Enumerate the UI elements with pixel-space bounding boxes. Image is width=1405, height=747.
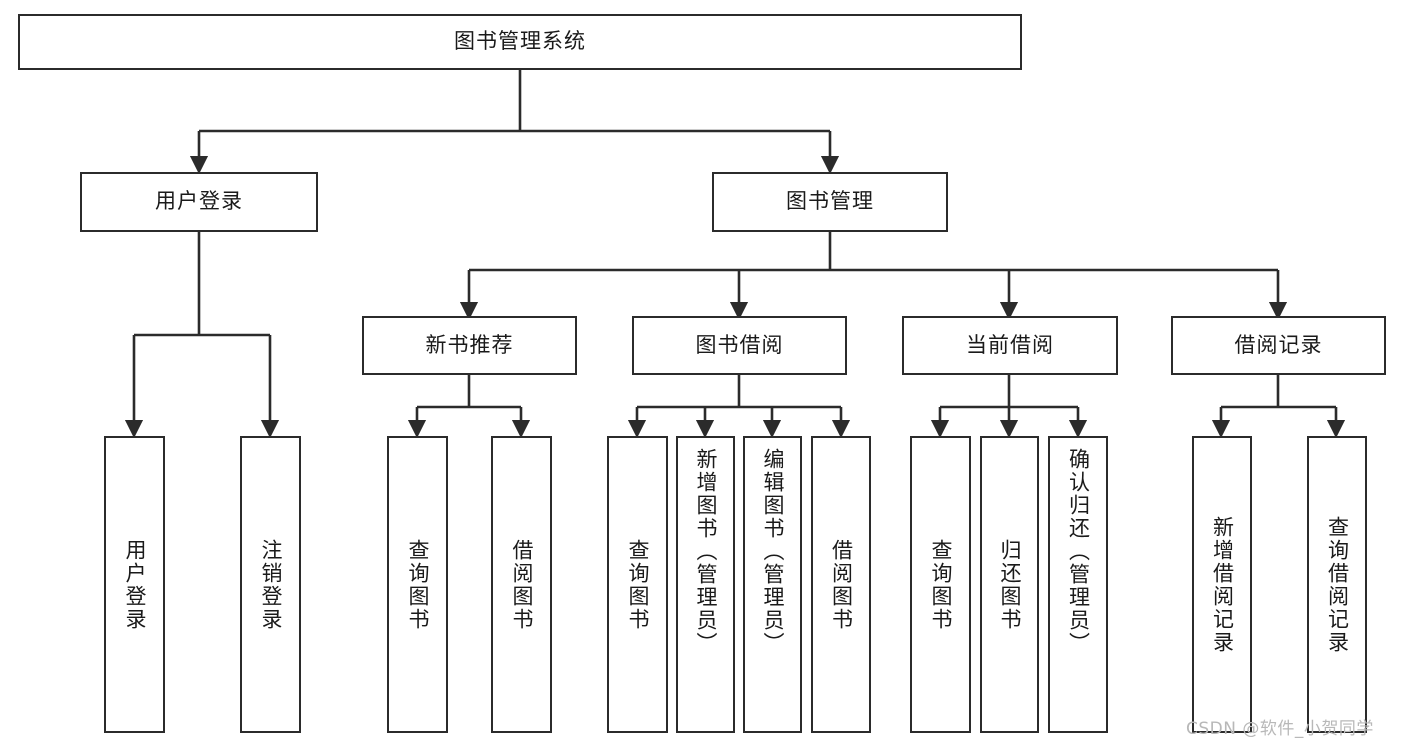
node-leaf-add-book[interactable]: 新增图书（管理员）: [676, 436, 735, 733]
node-book-borrow[interactable]: 图书借阅: [632, 316, 847, 375]
node-leaf-query-book-current[interactable]: 查询图书: [910, 436, 971, 733]
node-leaf-borrow-book[interactable]: 借阅图书: [811, 436, 871, 733]
node-leaf-user-logout[interactable]: 注销登录: [240, 436, 301, 733]
node-leaf-query-book-recommend[interactable]: 查询图书: [387, 436, 448, 733]
node-leaf-borrow-book-recommend[interactable]: 借阅图书: [491, 436, 552, 733]
node-user-login[interactable]: 用户登录: [80, 172, 318, 232]
node-leaf-edit-book[interactable]: 编辑图书（管理员）: [743, 436, 802, 733]
node-new-book-recommend[interactable]: 新书推荐: [362, 316, 577, 375]
node-book-manage[interactable]: 图书管理: [712, 172, 948, 232]
node-leaf-query-record[interactable]: 查询借阅记录: [1307, 436, 1367, 733]
csdn-watermark: CSDN @软件_小贺同学: [1186, 719, 1374, 739]
node-leaf-confirm-return[interactable]: 确认归还（管理员）: [1048, 436, 1108, 733]
node-current-borrow[interactable]: 当前借阅: [902, 316, 1118, 375]
node-borrow-record[interactable]: 借阅记录: [1171, 316, 1386, 375]
node-leaf-query-book-borrow[interactable]: 查询图书: [607, 436, 668, 733]
node-leaf-return-book[interactable]: 归还图书: [980, 436, 1039, 733]
node-root-system[interactable]: 图书管理系统: [18, 14, 1022, 70]
node-leaf-user-login[interactable]: 用户登录: [104, 436, 165, 733]
node-leaf-add-record[interactable]: 新增借阅记录: [1192, 436, 1252, 733]
